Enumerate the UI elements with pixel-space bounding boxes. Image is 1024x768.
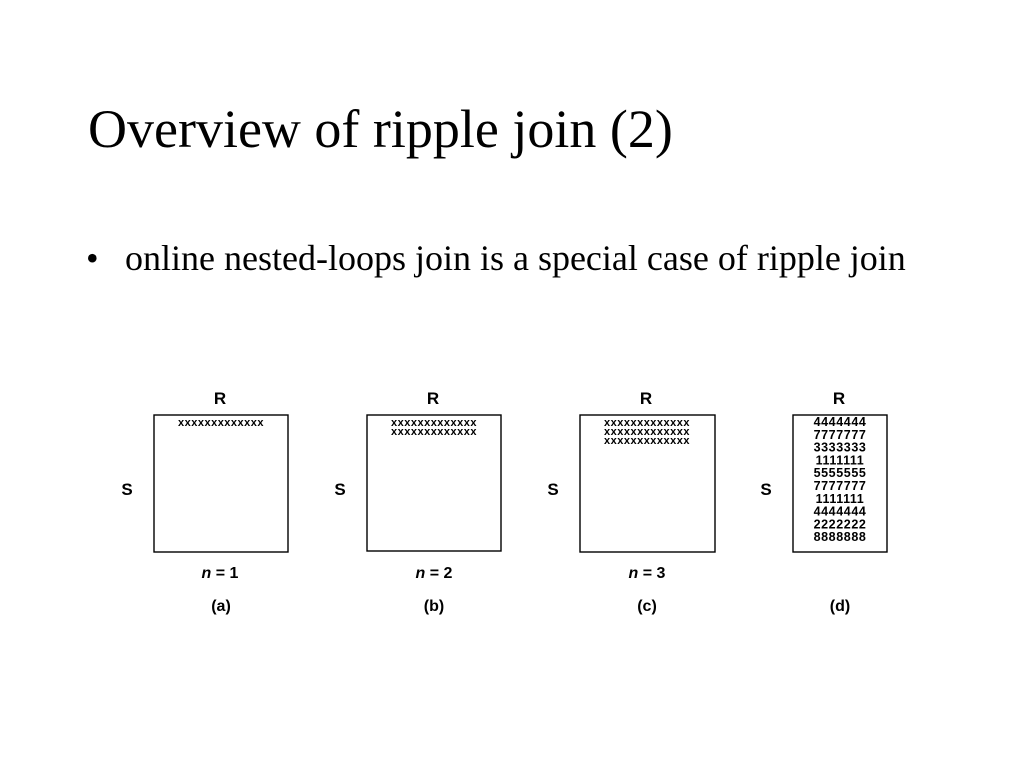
step-value: = 1 <box>211 565 238 582</box>
bullet-symbol: • <box>86 238 99 278</box>
sample-row: 5555555 <box>814 466 867 480</box>
sample-row: 2222222 <box>814 517 867 531</box>
sample-row: 1111111 <box>816 453 865 467</box>
relation-r-label: R <box>214 389 226 408</box>
sample-row: 7777777 <box>814 428 867 442</box>
panel-caption: (a) <box>211 598 231 615</box>
sample-row: xxxxxxxxxxxxx <box>604 426 690 438</box>
sample-row: 1111111 <box>816 492 865 506</box>
step-value: = 2 <box>425 565 452 582</box>
relation-s-label: S <box>760 480 771 499</box>
panel-d: R S 444444477777773333333111111155555557… <box>760 389 888 615</box>
panel-a: R S xxxxxxxxxxxxx n = 1 (a) <box>121 389 289 615</box>
sample-row: xxxxxxxxxxxxx <box>391 426 477 438</box>
join-space-box <box>366 414 502 552</box>
bullet-item: • online nested-loops join is a special … <box>86 232 946 285</box>
bullet-list: • online nested-loops join is a special … <box>86 232 946 285</box>
sample-row: 4444444 <box>814 415 867 429</box>
step-variable: n <box>416 565 426 582</box>
panel-caption: (b) <box>424 598 444 615</box>
sampled-rows: 4444444777777733333331111111555555577777… <box>814 415 867 544</box>
slide-title: Overview of ripple join (2) <box>88 99 673 159</box>
sample-row: xxxxxxxxxxxxx <box>604 435 690 447</box>
bullet-text: online nested-loops join is a special ca… <box>125 238 906 278</box>
relation-s-label: S <box>547 480 558 499</box>
join-space-box <box>792 414 888 553</box>
join-space-box <box>153 414 289 553</box>
step-count-label: n = 3 <box>629 565 666 582</box>
panel-caption: (d) <box>830 598 850 615</box>
sample-row: xxxxxxxxxxxxx <box>178 417 264 429</box>
sample-row: xxxxxxxxxxxxx <box>391 417 477 429</box>
step-count-label: n = 1 <box>202 565 239 582</box>
step-variable: n <box>629 565 639 582</box>
step-value: = 3 <box>638 565 665 582</box>
step-count-label: n = 2 <box>416 565 453 582</box>
relation-r-label: R <box>640 389 652 408</box>
panel-c: R S xxxxxxxxxxxxxxxxxxxxxxxxxxxxxxxxxxxx… <box>547 389 716 615</box>
relation-s-label: S <box>334 480 345 499</box>
sampled-rows: xxxxxxxxxxxxx <box>178 417 264 429</box>
sample-row: 3333333 <box>814 441 867 455</box>
relation-s-label: S <box>121 480 132 499</box>
sample-row: 7777777 <box>814 479 867 493</box>
relation-r-label: R <box>833 389 845 408</box>
sample-row: xxxxxxxxxxxxx <box>604 417 690 429</box>
step-variable: n <box>202 565 212 582</box>
panel-caption: (c) <box>637 598 657 615</box>
sample-row: 8888888 <box>814 530 867 544</box>
sample-row: 4444444 <box>814 505 867 519</box>
relation-r-label: R <box>427 389 439 408</box>
join-space-box <box>579 414 716 553</box>
